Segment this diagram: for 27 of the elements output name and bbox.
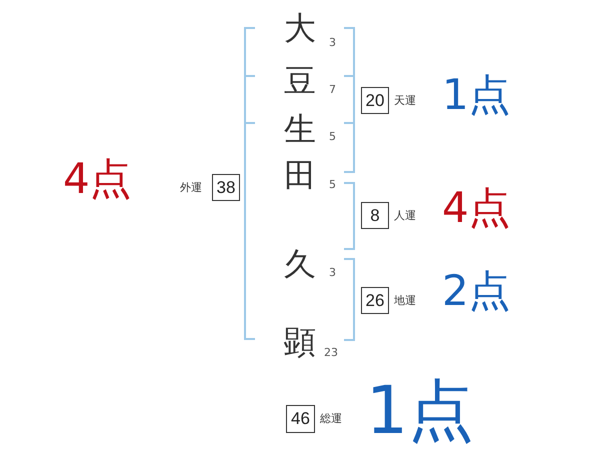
fortune-label: 地運 xyxy=(394,295,416,306)
name-character: 豆 xyxy=(284,65,316,97)
score-text: 2点 xyxy=(442,270,511,312)
total-box: 38 xyxy=(212,174,240,201)
stroke-count: 5 xyxy=(329,131,336,142)
score-text: 4点 xyxy=(442,187,511,229)
fortune-label: 人運 xyxy=(394,210,416,221)
name-character: 生 xyxy=(284,113,316,145)
score-text: 1点 xyxy=(366,378,474,444)
stroke-count: 7 xyxy=(329,84,336,95)
name-character: 大 xyxy=(284,12,316,44)
name-character: 久 xyxy=(284,248,316,280)
total-box: 46 xyxy=(286,405,315,433)
fortune-label: 外運 xyxy=(180,182,202,193)
name-character: 田 xyxy=(284,159,316,191)
stroke-count: 3 xyxy=(329,267,336,278)
name-character: 顕 xyxy=(284,326,316,358)
score-text: 4点 xyxy=(63,158,132,200)
stroke-count: 23 xyxy=(324,347,338,358)
total-box: 8 xyxy=(361,202,389,229)
stroke-count: 5 xyxy=(329,179,336,190)
total-box: 26 xyxy=(361,287,389,314)
total-box: 20 xyxy=(361,87,389,114)
fortune-label: 天運 xyxy=(394,95,416,106)
stroke-count: 3 xyxy=(329,37,336,48)
fortune-label: 総運 xyxy=(320,413,342,424)
score-text: 1点 xyxy=(442,74,511,116)
